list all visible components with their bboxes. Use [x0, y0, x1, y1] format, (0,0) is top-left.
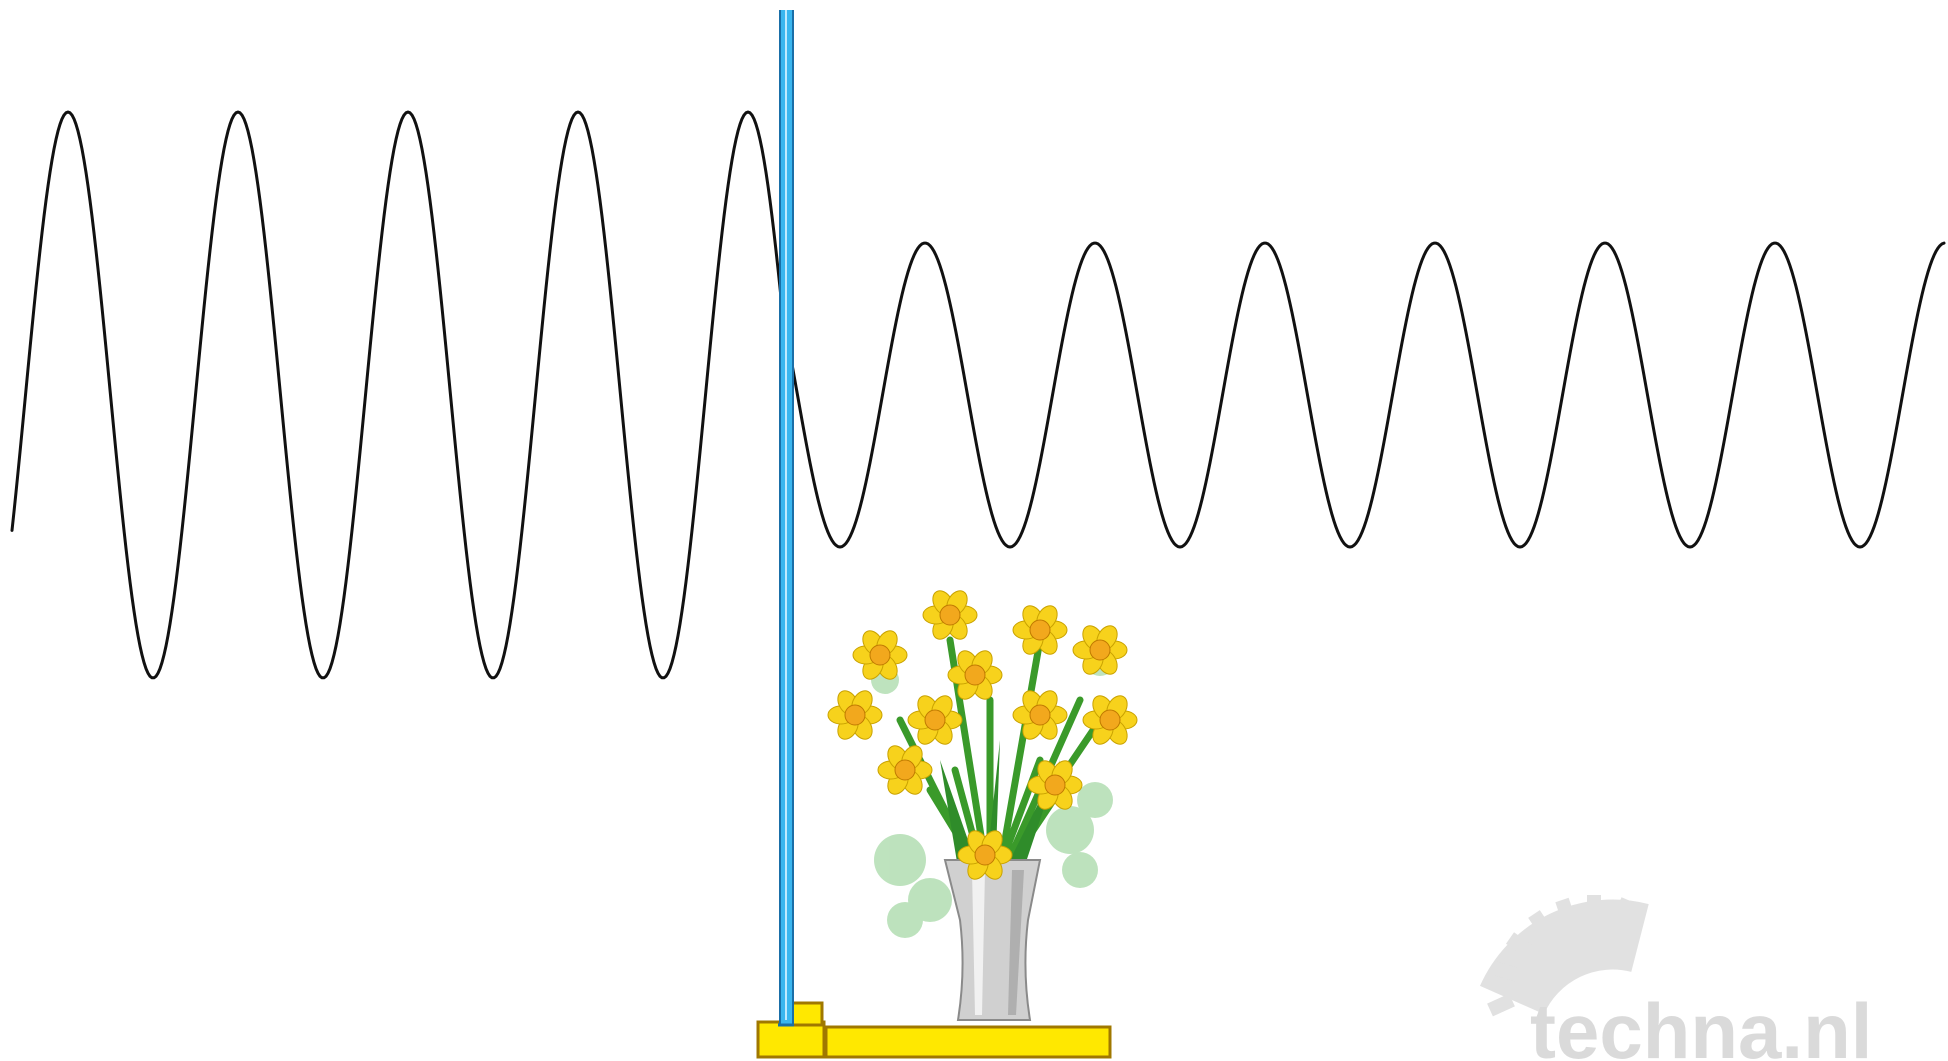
daffodil-head	[1072, 625, 1128, 675]
daffodil-head	[1012, 690, 1068, 740]
daffodil-head	[877, 745, 933, 795]
daffodil-head	[852, 630, 908, 680]
transmitted-wave	[782, 241, 1946, 549]
daffodil-head	[922, 590, 978, 640]
daffodil-head	[827, 690, 883, 740]
watermark-text: techna.nl	[1530, 987, 1872, 1061]
base-block	[756, 1001, 1112, 1059]
gear-icon	[1480, 895, 1649, 1017]
daffodil-head	[1082, 695, 1138, 745]
daffodil-head	[1027, 760, 1083, 810]
flower-vase-icon	[827, 590, 1138, 1021]
daffodil-head	[957, 830, 1013, 880]
daffodil-head	[947, 650, 1003, 700]
daffodil-head	[907, 695, 963, 745]
daffodil-head	[1012, 605, 1068, 655]
barrier	[778, 10, 794, 1027]
incident-wave	[10, 110, 786, 680]
watermark: techna.nl	[1480, 895, 1872, 1061]
